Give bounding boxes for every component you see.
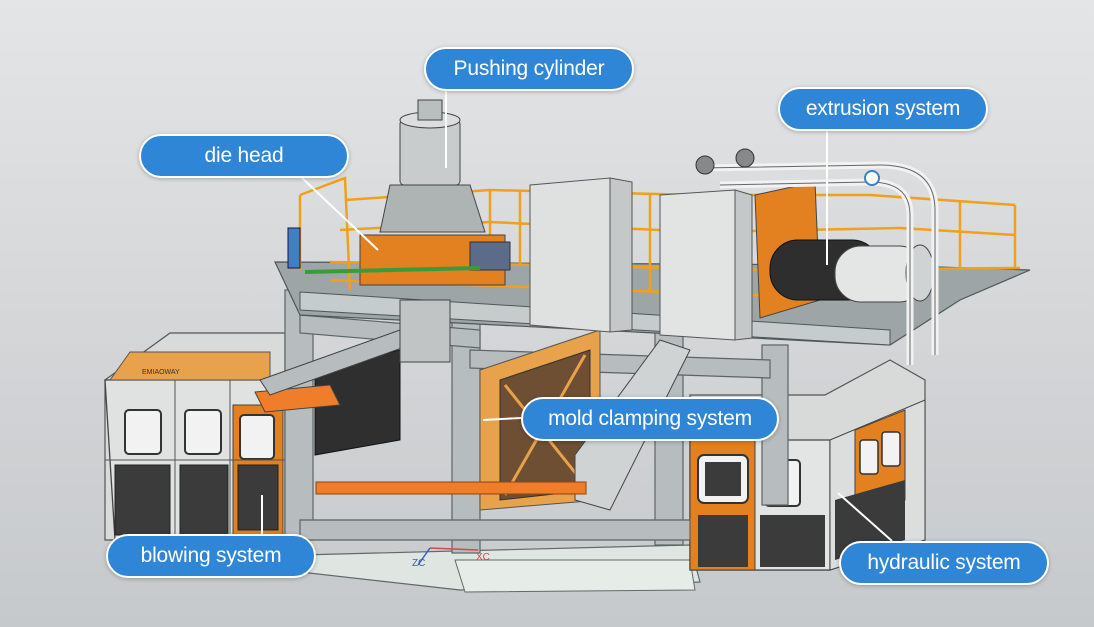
label-extrusion-system: extrusion system [778,87,988,131]
extruder-assembly [695,148,939,365]
axis-triad: XC ZC [412,547,490,569]
label-blowing-system: blowing system [106,534,316,578]
axis-x-label: XC [476,552,490,563]
electrical-cabinets [529,177,753,341]
leader-die-head [299,175,379,251]
label-pushing-cylinder: Pushing cylinder [424,47,634,91]
label-hydraulic-system: hydraulic system [839,541,1049,585]
die-head-assembly [287,99,511,363]
label-die-head: die head [139,134,349,178]
leader-hydraulic [837,492,893,542]
brand-plate-text: EMIAOWAY [142,369,180,376]
callout-leader-lines [261,89,893,542]
leader-mold-clamping [482,417,522,421]
base-floor-right [454,559,696,593]
label-mold-clamping-system: mold clamping system [521,397,779,441]
mold-clamping-unit [254,329,691,511]
left-enclosure: EMIAOWAY [104,332,286,541]
axis-z-label: ZC [412,558,425,569]
